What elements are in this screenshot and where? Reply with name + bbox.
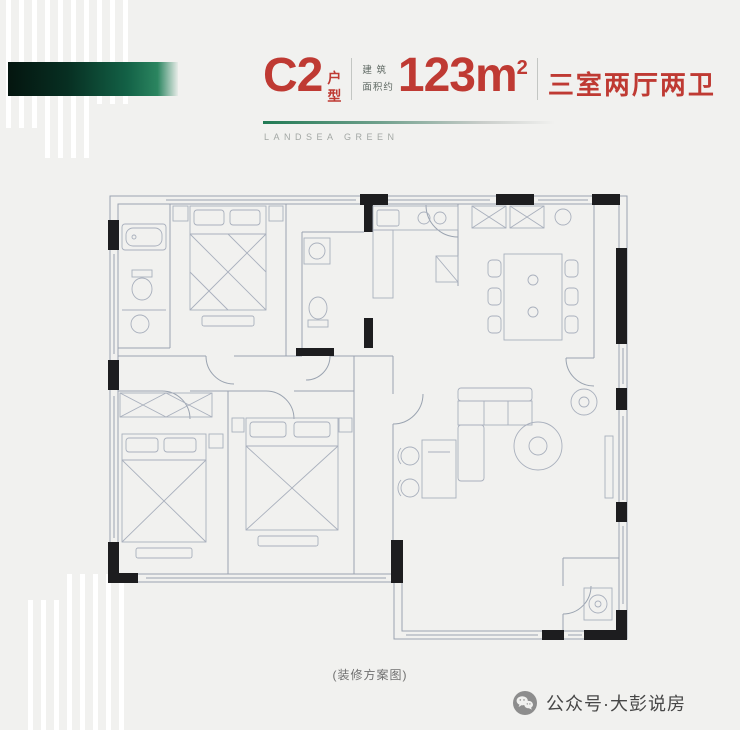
- watermark: 公众号·大彭说房: [512, 690, 686, 716]
- unit-type-label: 户型: [327, 70, 342, 104]
- wechat-icon: [513, 691, 537, 715]
- brand-text: LANDSEA GREEN: [264, 132, 399, 142]
- area-label-line1: 建 筑: [362, 65, 387, 76]
- area-superscript: 2: [516, 57, 528, 79]
- plan-structural-walls: [108, 194, 627, 640]
- decor-gradient-rule: [263, 121, 555, 124]
- unit-code: C2: [263, 49, 323, 102]
- area-value: 123m2: [397, 49, 528, 103]
- rooms-text: 三室两厅两卫: [547, 70, 716, 100]
- area-label-line2: 面积约: [362, 81, 394, 93]
- account-label: 公众号·大彭说房: [546, 694, 686, 714]
- header-divider: [536, 58, 538, 100]
- decor-stripes-bottom-left: [28, 600, 67, 730]
- plan-walls: [109, 195, 628, 640]
- decor-green-gradient-bar: [8, 62, 178, 96]
- area-label: 建 筑面积约: [362, 63, 394, 96]
- area-number: 123m: [397, 49, 518, 102]
- plan-header: C2 户型 建 筑面积约 123m2 三室两厅两卫: [263, 49, 716, 105]
- decor-stripes-bottom-left: [67, 574, 132, 730]
- header-divider: [351, 58, 353, 100]
- plan-furniture: [119, 205, 614, 621]
- floor-plan: [108, 194, 628, 640]
- plan-caption: (装修方案图): [332, 668, 408, 682]
